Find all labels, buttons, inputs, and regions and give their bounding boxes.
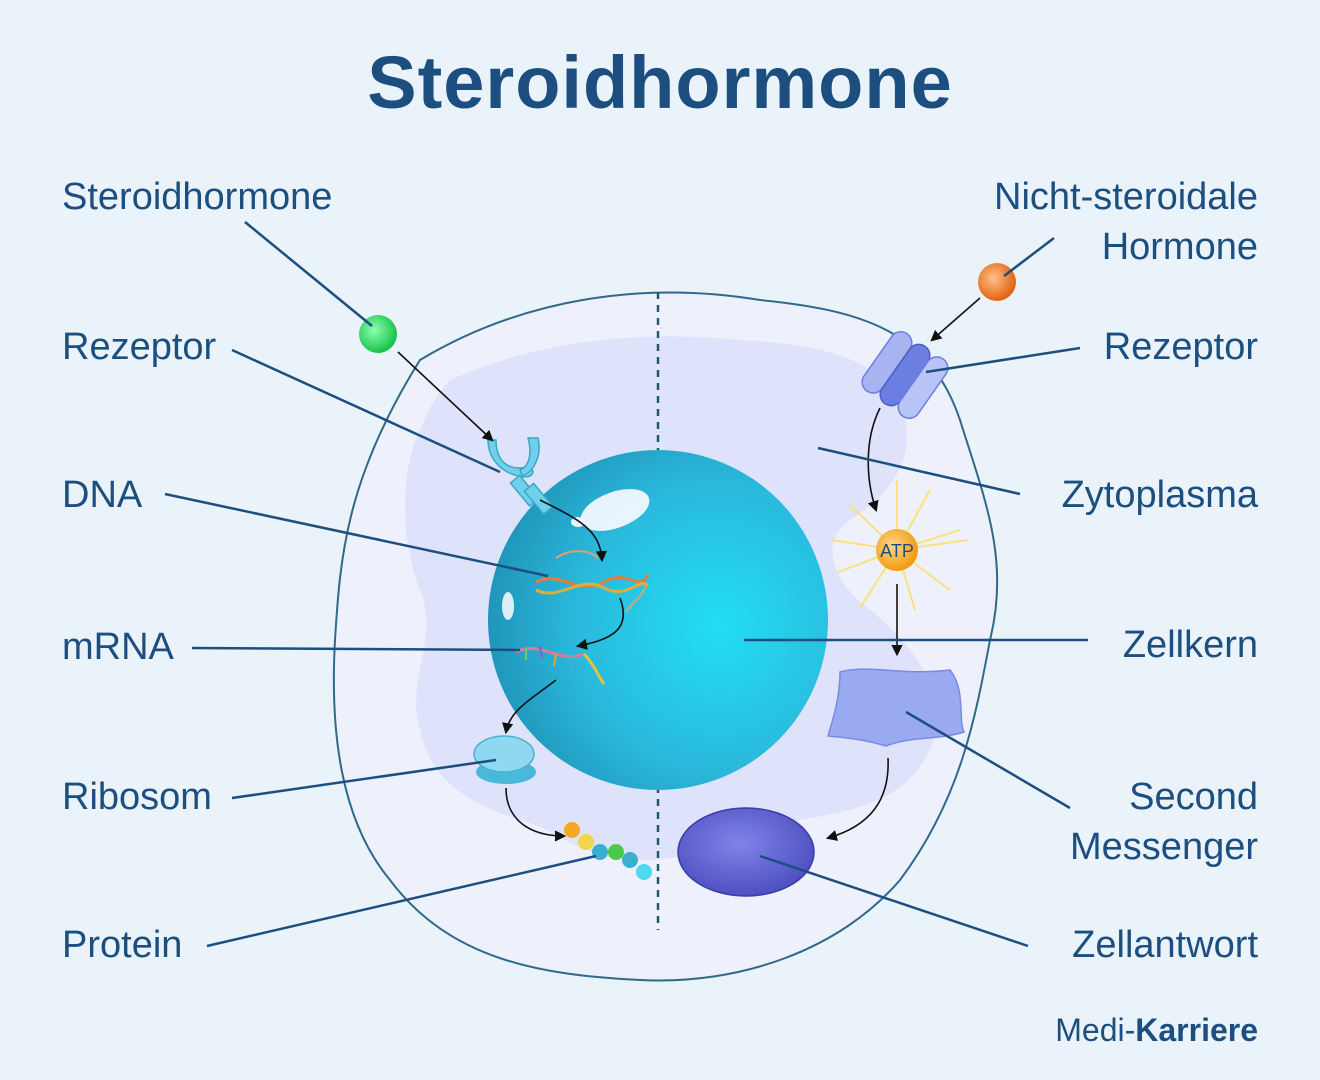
receptor-left — [487, 437, 554, 516]
label-dna: DNA — [62, 474, 143, 516]
label-protein: Protein — [62, 924, 183, 966]
brand-logo: Medi-Karriere — [1055, 1012, 1258, 1049]
label-nicht-steroidale-line2: Hormone — [1101, 226, 1258, 268]
page-title: Steroidhormone — [367, 41, 953, 124]
callout-lines — [164, 221, 1088, 948]
label-zytoplasma: Zytoplasma — [1061, 474, 1258, 516]
label-zellantwort: Zellantwort — [1072, 924, 1258, 966]
brand-part1: Medi- — [1055, 1012, 1136, 1048]
nucleus-highlight-3 — [502, 592, 514, 620]
dna-strand — [535, 550, 650, 613]
label-nicht-steroidale-hormone: Nicht-steroidale Hormone — [994, 172, 1258, 272]
label-steroidhormone: Steroidhormone — [62, 176, 333, 218]
nucleus-highlight — [580, 489, 650, 531]
label-ribosom: Ribosom — [62, 776, 212, 818]
nucleus-highlight-2 — [571, 517, 585, 527]
receptor-right — [861, 330, 949, 420]
atp-molecule — [876, 529, 918, 571]
nonsteroid-hormone-molecule — [978, 263, 1016, 301]
nucleus — [488, 450, 828, 790]
label-second-messenger-line1: Second — [1129, 776, 1258, 818]
label-mrna: mRNA — [62, 626, 174, 668]
label-rezeptor-left: Rezeptor — [62, 326, 217, 368]
label-zellkern: Zellkern — [1122, 624, 1258, 666]
label-rezeptor-right: Rezeptor — [1103, 326, 1258, 368]
label-second-messenger: Second Messenger — [1070, 772, 1258, 872]
mrna-strand — [515, 645, 606, 685]
label-nicht-steroidale-line1: Nicht-steroidale — [994, 176, 1258, 218]
brand-part2: Karriere — [1135, 1012, 1258, 1048]
label-second-messenger-line2: Messenger — [1070, 826, 1258, 868]
ribosome — [473, 735, 536, 784]
cell-response-shape — [677, 807, 815, 897]
process-arrows — [397, 297, 981, 842]
atp-label: ATP — [880, 541, 914, 561]
